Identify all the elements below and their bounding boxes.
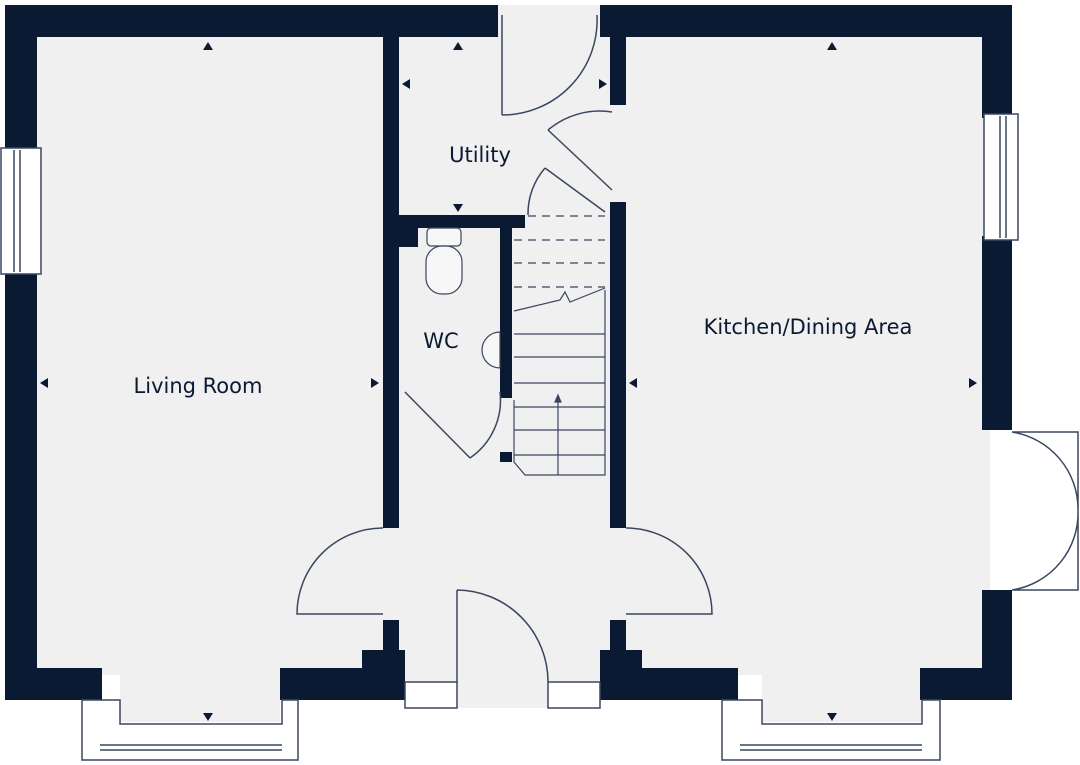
back-door: [501, 14, 598, 116]
walls: [5, 5, 1012, 700]
toilet-bowl: [425, 245, 463, 295]
kitchen-side-window: [983, 113, 1019, 241]
under-stair-door: [527, 167, 606, 216]
living-door: [296, 527, 384, 615]
living-side-window: [0, 147, 42, 275]
room-label-living-room: Living Room: [134, 374, 263, 398]
windows: [0, 113, 1019, 761]
doors: [296, 14, 1079, 683]
french-doors: [1011, 431, 1079, 591]
room-label-wc: WC: [423, 329, 458, 353]
wash-basin: [481, 331, 501, 369]
room-label-kitchen-dining: Kitchen/Dining Area: [704, 315, 913, 339]
floor-area: [30, 5, 990, 722]
utility-kitchen-door: [547, 110, 613, 191]
staircase: [513, 215, 606, 476]
wc-fixtures: [425, 227, 501, 369]
toilet-cistern: [426, 227, 462, 247]
kitchen-door: [625, 527, 713, 615]
wc-door: [404, 391, 502, 459]
dimension-markers: [40, 42, 977, 721]
room-label-utility: Utility: [449, 143, 511, 167]
front-door: [456, 589, 549, 683]
